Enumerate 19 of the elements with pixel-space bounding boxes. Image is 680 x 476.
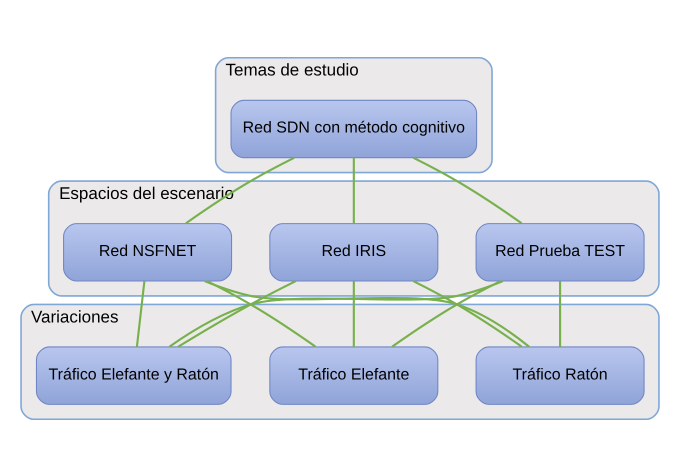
connector — [177, 280, 296, 348]
connector — [413, 280, 522, 347]
node-box: Red IRIS — [269, 222, 438, 282]
connector — [136, 280, 146, 347]
connector — [412, 156, 522, 224]
connector — [352, 157, 355, 224]
node-box: Red Prueba TEST — [476, 222, 645, 282]
node-box: Tráfico Elefante — [269, 346, 438, 404]
node-box: Red NSFNET — [63, 222, 232, 282]
node-box: Red SDN con método cognitivo — [230, 99, 478, 158]
connector — [559, 280, 562, 346]
connector — [352, 280, 355, 346]
connector — [185, 156, 295, 224]
connector — [206, 280, 316, 347]
connector — [204, 280, 530, 348]
connector — [392, 280, 501, 347]
node-box: Tráfico Elefante y Ratón — [36, 346, 232, 404]
node-box: Tráfico Ratón — [476, 346, 645, 404]
connector — [168, 280, 504, 348]
